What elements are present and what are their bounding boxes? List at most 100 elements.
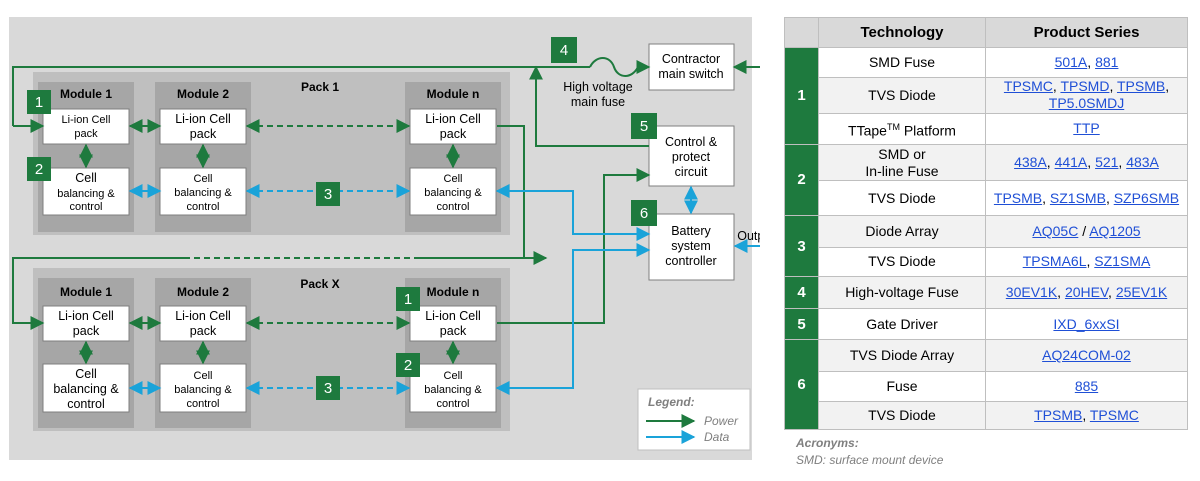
series-separator: ,: [1086, 253, 1095, 270]
svg-text:control: control: [436, 398, 469, 410]
product-series-link[interactable]: 20HEV: [1064, 283, 1109, 300]
svg-text:balancing &: balancing &: [57, 188, 115, 200]
series-separator: ,: [1118, 154, 1127, 171]
battery-system-diagram: Pack 1 Pack X Module 1 Module 2 Module n…: [9, 17, 760, 460]
svg-text:control: control: [67, 397, 105, 411]
technology-text: Platform: [899, 122, 956, 139]
badge-5: 5: [631, 113, 657, 139]
svg-text:Cell: Cell: [75, 367, 97, 381]
cell-balancing-control: Cell balancing & control: [409, 363, 497, 413]
technology-text: SMD or: [878, 145, 926, 162]
svg-text:6: 6: [640, 205, 648, 222]
product-series-link[interactable]: 521: [1095, 154, 1119, 171]
battery-system-controller: Battery system controller: [648, 213, 735, 281]
acronyms-note: Acronyms: SMD: surface mount device: [796, 435, 943, 469]
power-line: [12, 66, 590, 126]
power-line: [529, 65, 649, 147]
product-series-link[interactable]: SZP6SMB: [1113, 189, 1180, 206]
product-series-link[interactable]: AQ1205: [1089, 222, 1141, 239]
data-line: [495, 184, 651, 241]
series-separator: ,: [1165, 78, 1170, 95]
cell-balancing-control: Cell balancing & control: [159, 363, 247, 413]
technology-cell: Diode Array: [818, 215, 986, 248]
series-separator: ,: [1057, 283, 1065, 300]
group-number-cell: 1: [784, 47, 819, 145]
product-series-link[interactable]: AQ24COM-02: [1042, 347, 1131, 364]
li-ion-cell-pack: Li-ion Cell pack: [409, 305, 497, 342]
module-title: Module n: [427, 87, 480, 101]
product-series-link[interactable]: 885: [1074, 378, 1099, 395]
svg-text:pack: pack: [73, 324, 100, 338]
svg-text:Cell: Cell: [194, 370, 213, 382]
badge-2: 2: [27, 157, 51, 181]
control-protect-circuit: Control & protect circuit: [648, 125, 735, 187]
product-series-link[interactable]: TPSMA6L: [1022, 253, 1087, 270]
product-series-link[interactable]: 438A: [1014, 154, 1047, 171]
series-cell: 501A, 881: [985, 47, 1188, 78]
svg-text:2: 2: [35, 161, 43, 178]
li-ion-cell-pack: Li-ion Cell pack: [409, 108, 497, 145]
product-series-link[interactable]: 881: [1095, 53, 1119, 70]
svg-text:2: 2: [404, 357, 412, 374]
trademark-sup: TM: [886, 121, 900, 132]
product-series-link[interactable]: 441A: [1054, 154, 1088, 171]
svg-text:balancing &: balancing &: [424, 384, 482, 396]
product-series-link[interactable]: TTP: [1073, 120, 1100, 137]
product-series-link[interactable]: TP5.0SMDJ: [1048, 95, 1125, 112]
product-series-link[interactable]: 483A: [1126, 154, 1159, 171]
technology-cell: TTapeTM Platform: [818, 113, 986, 145]
technology-text: In-line Fuse: [865, 162, 939, 179]
product-series-link[interactable]: IXD_6xxSI: [1053, 315, 1120, 332]
product-series-link[interactable]: TPSMB: [1034, 407, 1083, 424]
table-header-row: Technology Product Series: [784, 17, 1188, 48]
product-series-link[interactable]: TPSMD: [1060, 78, 1110, 95]
svg-text:3: 3: [324, 186, 332, 203]
acronyms-line: SMD: surface mount device: [796, 453, 944, 467]
li-ion-cell-pack: Li-ion Cell pack: [42, 305, 130, 342]
product-series-link[interactable]: TPSMC: [1089, 407, 1139, 424]
table-header-technology: Technology: [818, 17, 986, 48]
badge-3: 3: [316, 376, 340, 400]
series-cell: 438A, 441A, 521, 483A: [985, 143, 1188, 182]
module-title: Module 2: [177, 285, 229, 299]
svg-text:4: 4: [560, 42, 568, 59]
svg-text:3: 3: [324, 380, 332, 397]
product-series-link[interactable]: TPSMC: [1003, 78, 1053, 95]
high-voltage-fuse-icon: [589, 57, 651, 77]
svg-text:controller: controller: [665, 254, 716, 268]
svg-text:pack: pack: [440, 127, 467, 141]
technology-cell: TVS Diode: [818, 246, 986, 278]
svg-text:Li-ion Cell: Li-ion Cell: [175, 112, 231, 126]
product-series-link[interactable]: TPSMB: [1116, 78, 1166, 95]
series-cell: TPSMB, SZ1SMB, SZP6SMB: [985, 180, 1188, 217]
contractor-main-switch: Contractor main switch: [648, 43, 735, 91]
cell-balancing-control: Cell balancing & control: [409, 167, 497, 216]
li-ion-cell-pack: Li-ion Cell pack: [159, 305, 247, 342]
technology-cell: TVS Diode: [818, 76, 986, 115]
legend: Legend: Power Data: [637, 388, 751, 451]
series-separator: ,: [1108, 283, 1116, 300]
product-series-link[interactable]: 30EV1K: [1005, 283, 1058, 300]
li-ion-cell-pack: Li-ion Cell pack: [42, 108, 130, 145]
product-series-link[interactable]: SZ1SMB: [1049, 189, 1106, 206]
series-cell: AQ05C / AQ1205: [985, 215, 1188, 248]
module-title: Module 1: [60, 285, 112, 299]
badge-4: 4: [551, 37, 577, 63]
product-series-link[interactable]: AQ05C: [1032, 222, 1079, 239]
product-series-link[interactable]: SZ1SMA: [1094, 253, 1151, 270]
table-row: TTapeTM Platform TTP: [785, 113, 1188, 145]
technology-text: TTape: [848, 122, 887, 139]
product-series-link[interactable]: 501A: [1054, 53, 1088, 70]
product-series-link[interactable]: TPSMB: [993, 189, 1043, 206]
svg-text:Cell: Cell: [444, 370, 463, 382]
series-separator: ,: [1052, 78, 1061, 95]
series-separator: ,: [1105, 189, 1114, 206]
product-series-link[interactable]: 25EV1K: [1115, 283, 1168, 300]
